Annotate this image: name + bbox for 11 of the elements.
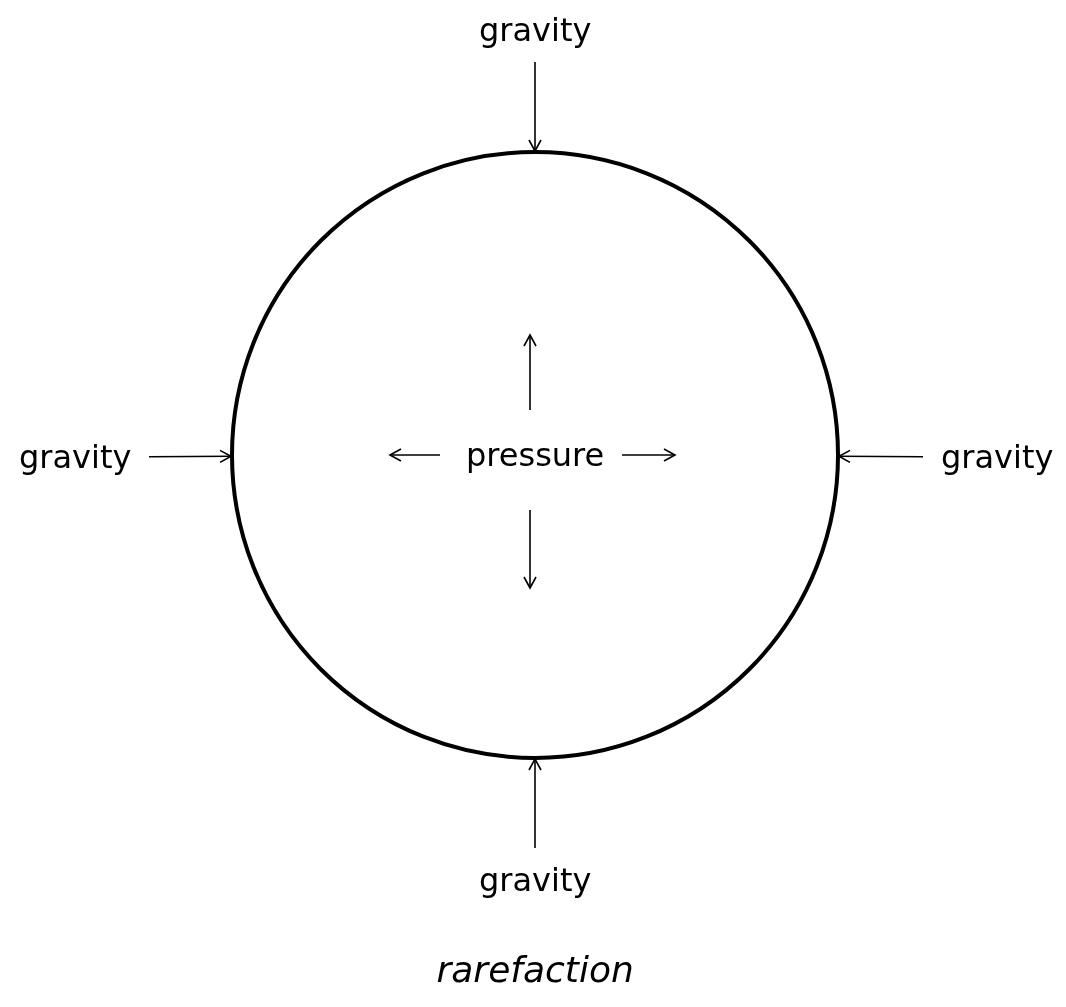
force-label: gravity — [19, 437, 132, 477]
caption: rarefaction — [436, 950, 634, 990]
force-label: gravity — [479, 10, 592, 50]
arrow — [528, 61, 542, 152]
arrow — [528, 758, 542, 849]
force-label: gravity — [941, 437, 1054, 477]
arrow — [148, 449, 232, 464]
arrow — [838, 449, 924, 464]
force-label: gravity — [479, 860, 592, 900]
circle — [230, 150, 840, 760]
pressure-label: pressure — [466, 435, 605, 475]
